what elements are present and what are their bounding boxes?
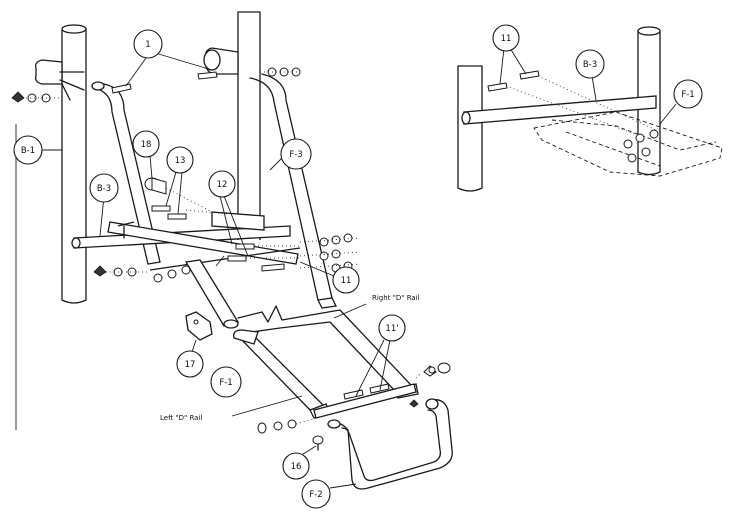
svg-text:F-1: F-1 [219, 378, 232, 388]
main-crossbars [71, 211, 301, 271]
callout-18: 18 [132, 130, 160, 158]
callout-12: 12 [208, 170, 236, 198]
callout-1: 1 [133, 29, 163, 59]
center-upper-hardware [260, 67, 301, 77]
svg-text:B-3: B-3 [97, 184, 111, 194]
svg-text:12: 12 [217, 180, 228, 190]
callout-13: 13 [166, 146, 194, 174]
bolts-12 [227, 243, 300, 262]
callout-f3: F-3 [280, 138, 312, 170]
callout-b3-inset: B-3 [575, 49, 605, 79]
left-d-rail [233, 329, 331, 419]
leader-lines [42, 47, 677, 489]
svg-text:B-3: B-3 [583, 60, 597, 70]
svg-text:16: 16 [291, 462, 302, 472]
callout-16: 16 [282, 452, 310, 480]
callout-11-top: 11 [492, 24, 520, 52]
bolts-1 [111, 71, 218, 94]
callout-f1-inset: F-1 [673, 79, 703, 109]
callout-b1: B-1 [13, 135, 43, 165]
rail-left-hardware [257, 417, 317, 434]
lower-left-hardware [93, 265, 191, 283]
callout-17: 17 [176, 350, 204, 378]
bolts-13 [151, 205, 229, 220]
inset-f1-dashed [533, 111, 723, 177]
svg-text:B-1: B-1 [21, 146, 35, 156]
inset-crossbar [461, 95, 657, 125]
svg-text:11': 11' [385, 324, 398, 334]
svg-text:F-1: F-1 [681, 90, 694, 100]
left-upper-hardware [11, 91, 62, 103]
svg-text:1: 1 [145, 40, 150, 50]
callout-11b: 11' [378, 314, 406, 342]
right-hardware-row [261, 233, 361, 273]
callout-f1: F-1 [210, 366, 242, 398]
callout-f2: F-2 [301, 479, 331, 509]
svg-text:13: 13 [175, 156, 186, 166]
inset-left-upright [457, 65, 483, 192]
f3-arm-tube [249, 73, 337, 309]
spacer-18 [144, 177, 213, 213]
callout-11-mid: 11 [332, 266, 360, 294]
center-upright-tube [203, 11, 261, 240]
svg-text:F-2: F-2 [309, 490, 322, 500]
svg-text:F-3: F-3 [289, 150, 302, 160]
rail-right-hardware [415, 362, 451, 379]
left-upright-tube [34, 24, 87, 304]
svg-text:11: 11 [501, 34, 512, 44]
f2-u-frame [327, 398, 453, 490]
bracket-17 [185, 311, 213, 341]
svg-text:11: 11 [341, 276, 352, 286]
inset-hardware [487, 70, 659, 163]
svg-text:18: 18 [141, 140, 152, 150]
callout-b3: B-3 [89, 173, 119, 203]
svg-text:17: 17 [185, 360, 196, 370]
label-right-d-rail: Right "D" Rail [372, 294, 420, 302]
label-left-d-rail: Left "D" Rail [160, 414, 202, 422]
left-arm-tube [91, 81, 161, 265]
center-strut [184, 259, 240, 329]
part-16 [312, 435, 324, 451]
rail-crossbar [313, 383, 417, 419]
